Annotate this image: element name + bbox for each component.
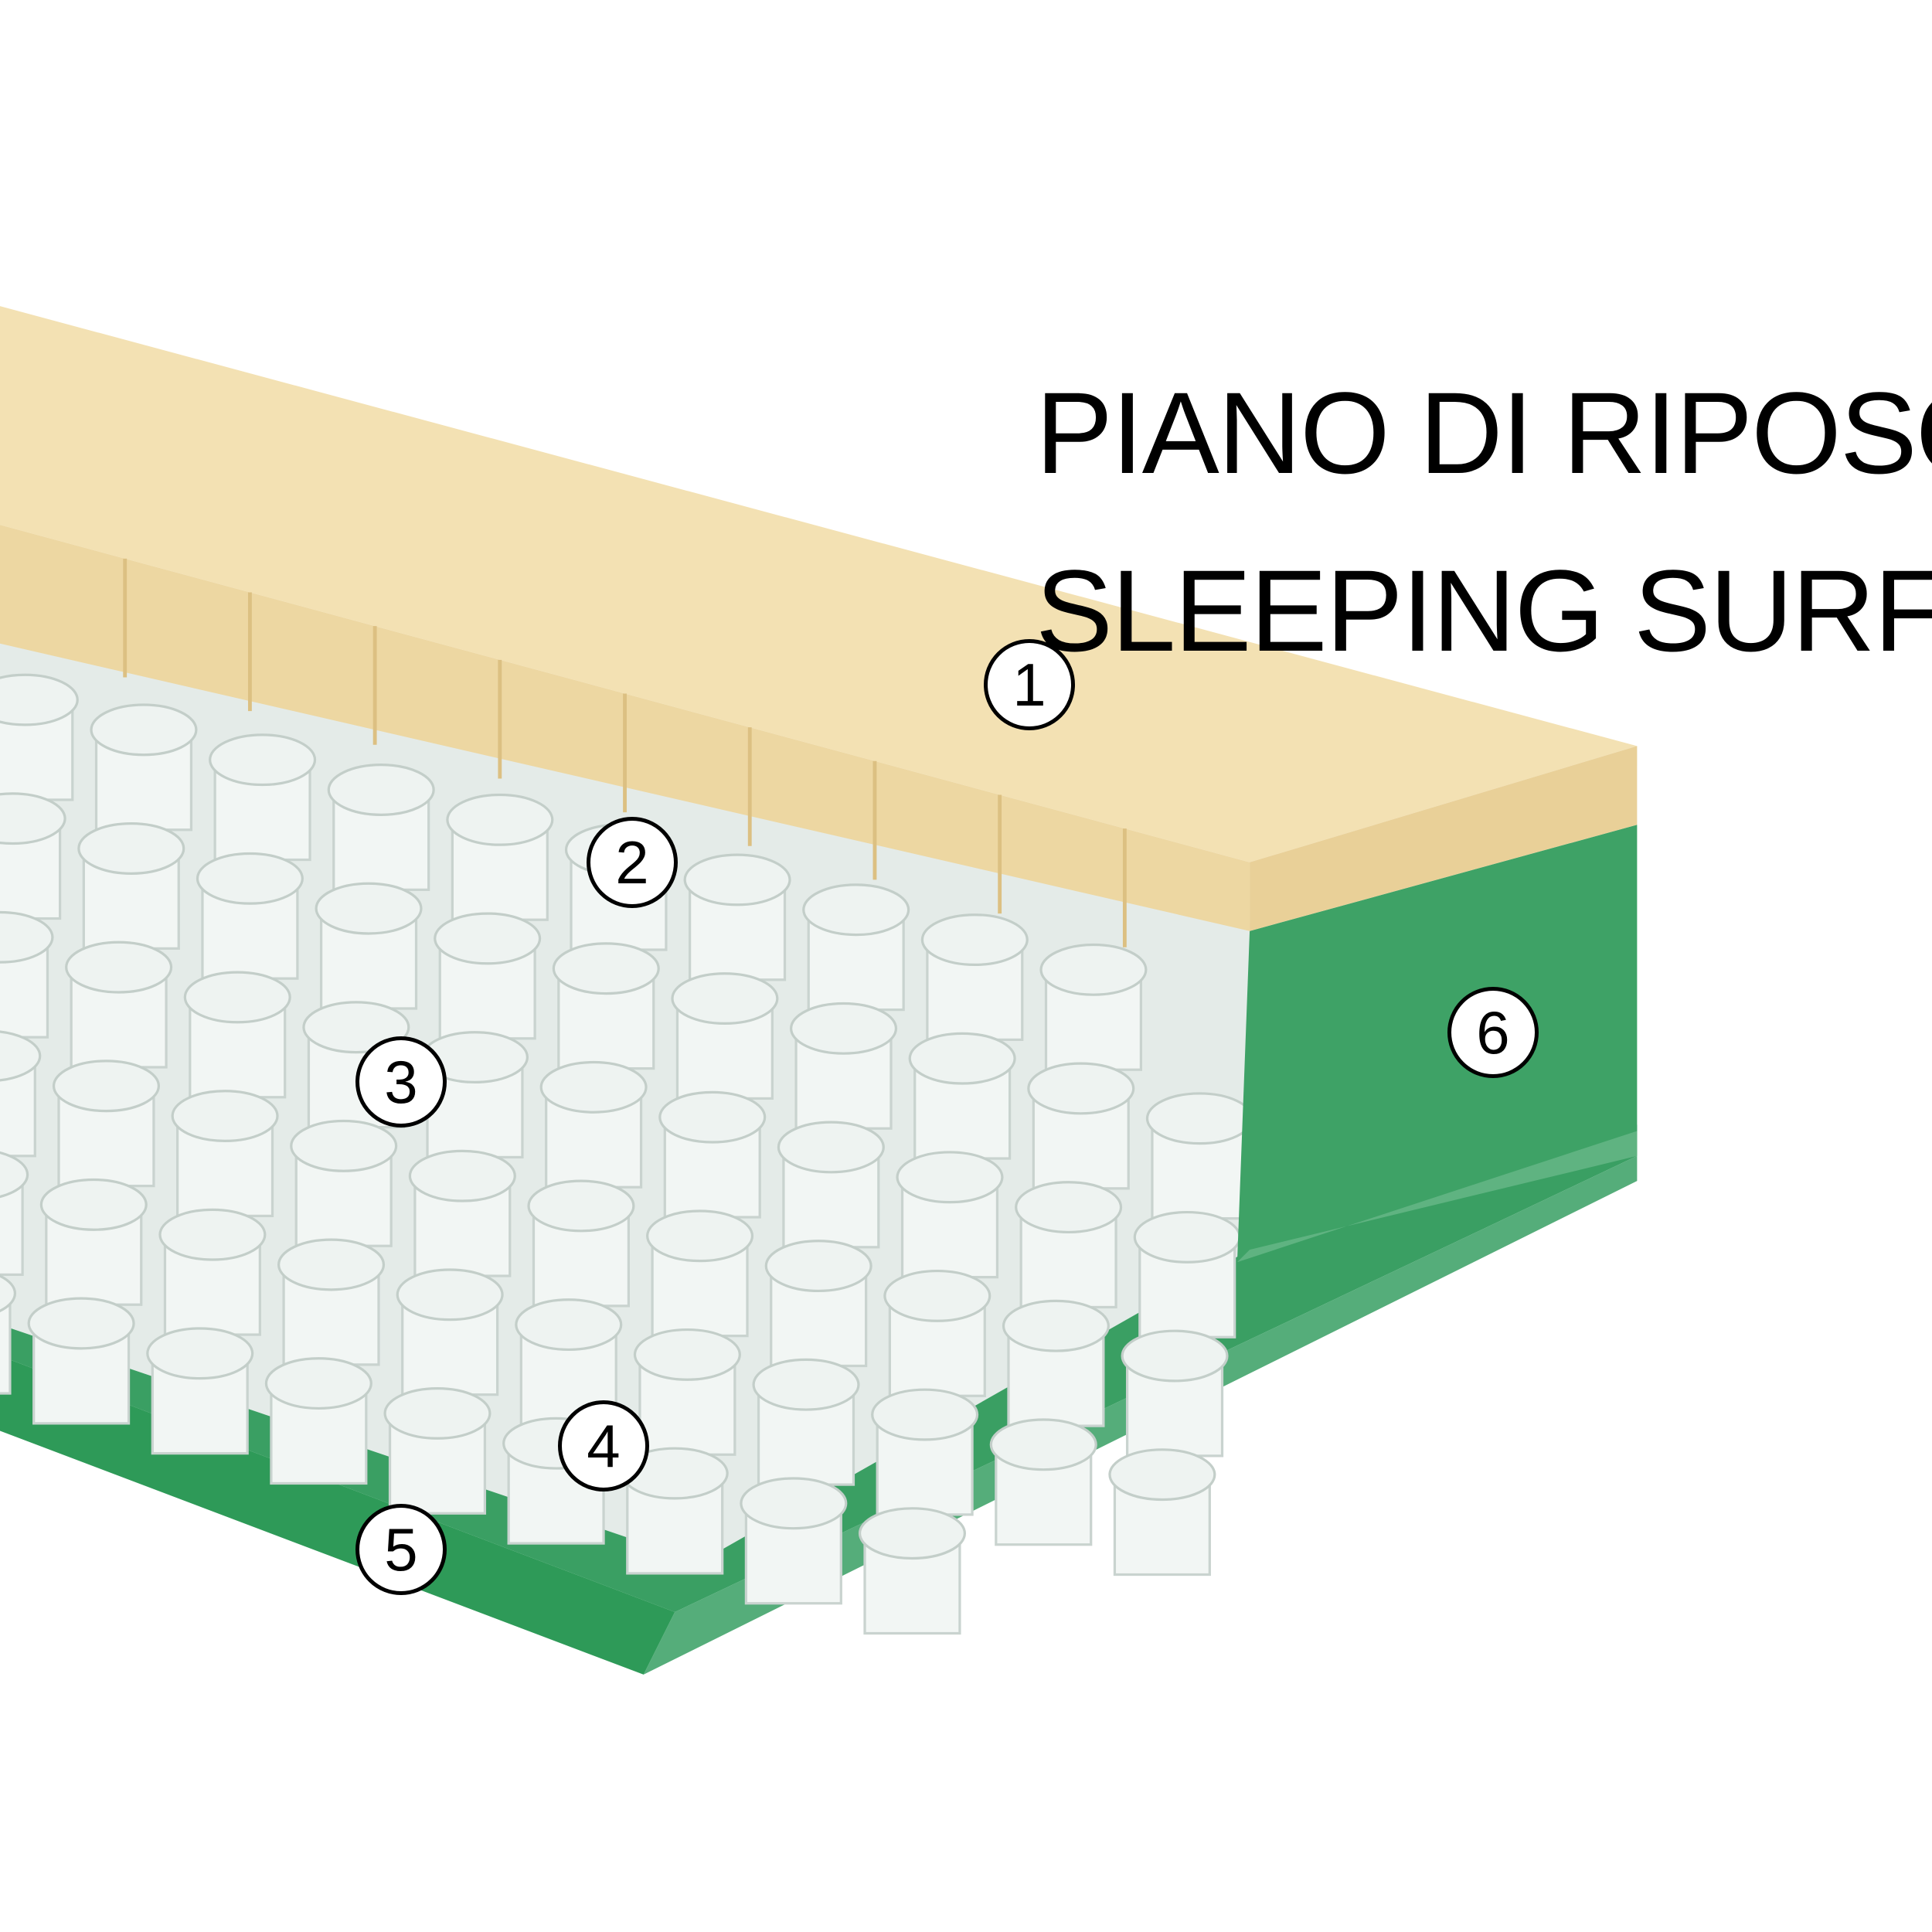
spring-coil-top — [658, 1090, 767, 1144]
label-4-spring-pockets: 4 — [558, 1400, 649, 1492]
spring-coil-top — [989, 1418, 1097, 1471]
spring-coil-top — [1145, 1092, 1253, 1145]
latex-right-face — [1250, 746, 1638, 931]
spring-coil-top — [77, 822, 185, 875]
spring-coil-top — [752, 1358, 860, 1411]
spring-coil-top — [671, 972, 779, 1026]
spring-coil-top — [0, 792, 66, 845]
label-5-base-foam: 5 — [355, 1504, 447, 1595]
spring-coil-top — [209, 733, 317, 787]
spring-coil-top — [396, 1268, 504, 1321]
spring-coil-top — [1027, 1062, 1135, 1115]
spring-coil-top — [27, 1297, 135, 1350]
spring-coil-top — [0, 910, 54, 964]
spring-coil-top — [1002, 1299, 1110, 1352]
spring-coil-top — [789, 1002, 898, 1055]
spring-coil-top — [527, 1179, 635, 1233]
latex-zone-notches — [123, 558, 1127, 947]
spring-coil-top — [146, 1327, 254, 1380]
spring-coil-top — [408, 1149, 516, 1202]
spring-coil-top — [908, 1032, 1016, 1085]
spring-coil-top — [0, 1151, 29, 1199]
spring-coil-top — [920, 913, 1029, 966]
spring-pocket — [0, 1292, 12, 1395]
spring-coil-top — [1108, 1448, 1216, 1502]
spring-coil-top — [383, 1386, 492, 1440]
spring-coil-top — [802, 883, 910, 937]
spring-coil-top — [446, 793, 554, 846]
spring-coil-top — [1015, 1181, 1123, 1234]
spring-coil-top — [883, 1269, 992, 1322]
spring-coil-top — [0, 673, 79, 726]
title-italian: PIANO DI RIPOSO — [1036, 368, 1932, 498]
spring-coil-top — [171, 1090, 279, 1143]
spring-coil-top — [858, 1507, 966, 1560]
spring-coil-top — [515, 1298, 623, 1352]
spring-coils — [0, 673, 1253, 1635]
title-english: SLEEPING SURFACE — [1036, 546, 1932, 675]
spring-coil-top — [434, 912, 542, 965]
spring-coil-top — [39, 1178, 148, 1231]
spring-coil-top — [1133, 1210, 1241, 1264]
spring-coil-top — [196, 852, 304, 905]
spring-coil-top — [633, 1328, 741, 1381]
spring-coil-top — [327, 764, 435, 816]
spring-coil-top — [264, 1357, 372, 1410]
spring-coil-top — [683, 853, 791, 906]
spring-coil-top — [0, 1274, 17, 1313]
spring-coil-top — [315, 882, 423, 935]
side-foam-wall — [1236, 825, 1638, 1263]
spring-coil-top — [777, 1121, 885, 1174]
spring-coil-top — [90, 703, 198, 757]
spring-coil-top — [290, 1119, 398, 1172]
spring-coil-top — [52, 1060, 160, 1113]
spring-coil-top — [158, 1208, 267, 1261]
spring-coil-top — [896, 1151, 1004, 1204]
spring-coil-top — [764, 1240, 872, 1293]
spring-coil-top — [183, 971, 291, 1024]
spring-coil-top — [646, 1209, 754, 1263]
label-6-side-foam: 6 — [1447, 987, 1539, 1078]
label-2-spring-tops: 2 — [587, 817, 678, 908]
latex-top-face — [0, 306, 1638, 862]
spring-coil-top — [65, 940, 173, 994]
label-3-pocket-springs: 3 — [355, 1036, 447, 1128]
label-1-latex-layer: 1 — [984, 639, 1075, 730]
spring-coil-top — [0, 1030, 42, 1082]
side-foam-wall-edge — [1236, 1131, 1638, 1263]
spring-coil-top — [277, 1238, 386, 1291]
spring-coil-top — [1121, 1329, 1229, 1383]
spring-coil-top — [1039, 943, 1148, 996]
spring-coil-top — [539, 1060, 648, 1114]
spring-coil-top — [740, 1477, 848, 1530]
spring-coil-top — [871, 1388, 979, 1441]
spring-coil-top — [552, 942, 660, 995]
